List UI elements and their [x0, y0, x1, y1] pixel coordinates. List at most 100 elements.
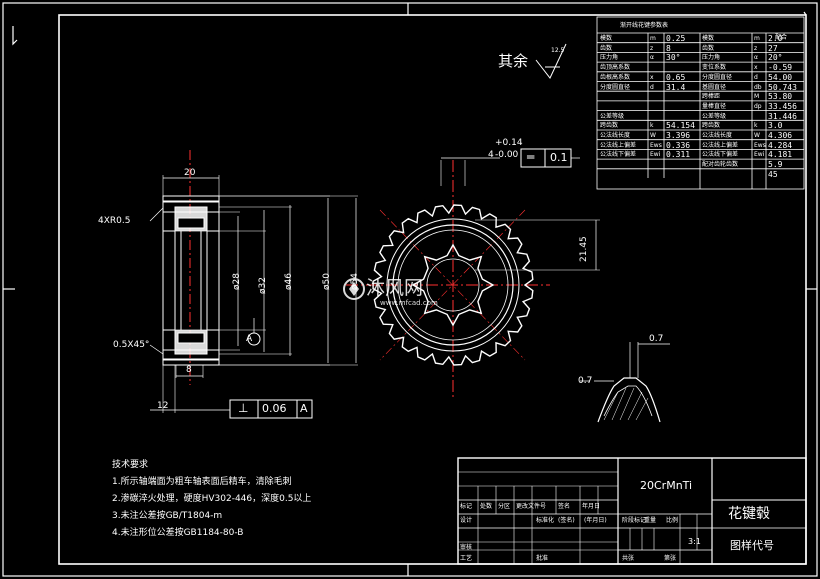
symmetry-symbol: ═ — [527, 150, 535, 164]
title-block-label: 分区 — [498, 503, 511, 510]
param-cell: m — [650, 35, 656, 42]
tol-upper: +0.14 — [495, 138, 523, 148]
param-cell: 公法线下偏差 — [702, 151, 739, 159]
symmetry-value: 0.1 — [550, 151, 568, 164]
param-cell: 模数 — [702, 35, 715, 42]
roughness-symbol — [535, 43, 567, 79]
param-cell: k — [650, 122, 654, 130]
param-cell: 模数 — [600, 35, 613, 42]
param-cell: Ews — [650, 141, 662, 149]
part-name: 花键毂 — [728, 506, 770, 522]
param-cell: 4.181 — [768, 150, 793, 160]
title-block-label: 更改文件号 — [516, 503, 547, 510]
title-block-label: 设计 — [460, 517, 473, 524]
param-cell: Ewi — [650, 151, 661, 159]
gear-view — [346, 148, 600, 400]
dim-hub-width: 20 — [184, 168, 196, 178]
param-cell: 53.80 — [768, 92, 793, 102]
param-cell: 公差等级 — [702, 112, 727, 120]
param-cell: α — [650, 54, 654, 62]
dim-dia-28: ø28 — [232, 273, 242, 290]
title-block-label: 比例 — [666, 517, 679, 524]
param-cell: 0.311 — [666, 150, 691, 160]
param-cell: 量棒直径 — [702, 102, 727, 110]
tech-item: 3.未注公差按GB/T1804-m — [112, 511, 223, 521]
param-cell: -0.59 — [768, 63, 793, 73]
title-block-label: (签名) — [558, 517, 575, 524]
param-cell: 0.65 — [666, 72, 686, 82]
gear-teeth — [372, 204, 534, 366]
param-cell: Ewi — [754, 151, 765, 159]
tech-requirements: 技术要求 1.所示轴端面为粗车轴表面后精车，清除毛刺 2.渗碳淬火处理，硬度HV… — [112, 460, 432, 538]
dim-tooth-a: 0.7 — [649, 334, 664, 344]
param-cell: dp — [754, 102, 762, 110]
title-block-label: 阶段标记 — [622, 517, 647, 524]
param-cell: 50.743 — [768, 82, 797, 92]
param-cell: 分度圆直径 — [702, 73, 733, 81]
hatch-top — [174, 206, 208, 355]
param-cell: 4.284 — [768, 140, 793, 150]
dim-base-width: 12 — [157, 401, 169, 411]
tech-item: 2.渗碳淬火处理，硬度HV302-446，深度0.5以上 — [112, 494, 312, 504]
param-cell: 4.306 — [768, 131, 793, 140]
drawing-code-label: 图样代号 — [730, 539, 774, 552]
material-label: 20CrMnTi — [640, 479, 693, 492]
param-cell: x — [754, 64, 758, 72]
param-cell: 5.9 — [768, 160, 783, 170]
param-cell: 54.00 — [768, 72, 793, 82]
flatness-datum: A — [300, 402, 308, 415]
param-cell: 27 — [768, 43, 778, 53]
dim-dia-32: ø32 — [258, 277, 268, 294]
param-cell: 31.446 — [768, 111, 797, 121]
param-cell: 8 — [666, 43, 671, 53]
param-cell: 齿顶高系数 — [600, 64, 631, 72]
param-table-title: 渐开线花键参数表 — [620, 22, 669, 29]
param-cell: z — [754, 44, 758, 52]
dim-key-width: 8 — [186, 365, 192, 375]
title-block-label: (年月日) — [584, 517, 607, 524]
param-cell: 54.154 — [666, 121, 695, 131]
param-cell: m — [754, 35, 760, 42]
param-cell: 齿数 — [600, 44, 613, 52]
param-cell: db — [754, 83, 762, 91]
dim-tooth-b: 0.7 — [578, 376, 593, 386]
surface-note: 其余 — [498, 52, 529, 70]
title-block-label: 标记 — [460, 503, 473, 510]
title-block-label: 签名 — [558, 503, 571, 510]
param-table-grid — [596, 16, 805, 190]
param-cell: k — [754, 122, 758, 130]
dim-chamfer-45: 0.5X45° — [113, 340, 150, 350]
tol-base: 4 — [488, 150, 494, 160]
roughness-value: 12.5 — [551, 47, 565, 54]
param-cell: 2.0 — [768, 34, 783, 43]
flatness-symbol: ⊥ — [238, 401, 249, 415]
param-cell: 齿根高系数 — [600, 73, 631, 81]
param-cell: 基圆直径 — [702, 83, 727, 91]
param-cell: 跨齿数 — [702, 122, 721, 130]
param-cell: 公法线上偏差 — [702, 141, 739, 149]
title-block-label: 处数 — [480, 503, 493, 510]
title-block-label: 重量 — [644, 517, 657, 524]
param-cell: 跨齿数 — [600, 122, 619, 130]
param-cell: 公法线上偏差 — [600, 141, 637, 149]
title-block-label: 工艺 — [460, 555, 473, 562]
param-cell: z — [650, 44, 654, 52]
param-cell: 配对齿轮齿数 — [702, 161, 739, 169]
param-cell: 压力角 — [702, 54, 721, 62]
param-cell: 0.25 — [666, 34, 686, 43]
tooth-detail — [580, 342, 670, 423]
param-cell: 45 — [768, 169, 778, 179]
param-cell: 公差等级 — [600, 112, 625, 120]
title-block-grid — [457, 457, 807, 565]
watermark-url: www.mfcad.com — [380, 299, 438, 307]
title-block-label: 批准 — [536, 555, 549, 562]
param-cell: d — [650, 83, 654, 91]
param-cell: 压力角 — [600, 54, 619, 62]
param-cell: α — [754, 54, 758, 62]
param-cell: 31.4 — [666, 82, 686, 92]
tech-item: 4.未注形位公差按GB1184-80-B — [112, 528, 244, 538]
param-cell: d — [754, 73, 758, 81]
param-cell: 0.336 — [666, 140, 691, 150]
param-cell: 公法线长度 — [702, 132, 733, 139]
